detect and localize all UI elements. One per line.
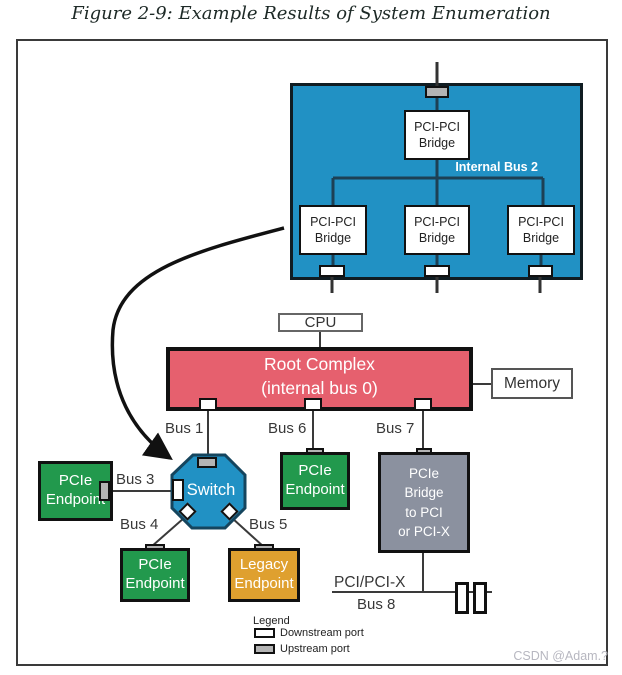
bus-8-label: Bus 8 [357, 596, 396, 613]
bus-6-label: Bus 6 [268, 420, 307, 437]
pci-slot-2 [473, 582, 487, 614]
pcie-bridge-box: PCIe Bridge to PCI or PCI-X [378, 452, 470, 553]
downstream-port-icon [172, 479, 184, 501]
upstream-port-icon [99, 481, 110, 501]
legend-upstream-swatch [254, 644, 275, 654]
watermark: CSDN @Adam.? [513, 649, 608, 663]
memory-box: Memory [491, 368, 573, 399]
bus-3-label: Bus 3 [116, 471, 155, 488]
legend-title: Legend [253, 615, 290, 627]
root-complex-label: Root Complex (internal bus 0) [261, 354, 378, 398]
switch-label: Switch [186, 481, 236, 499]
upstream-port-icon [425, 86, 449, 98]
pci-pci-bridge-downstream-1: PCI-PCI Bridge [299, 205, 367, 255]
bus-1-label: Bus 1 [165, 420, 204, 437]
pci-pci-bridge-downstream-3: PCI-PCI Bridge [507, 205, 575, 255]
downstream-port-icon [528, 265, 553, 277]
bus-5-label: Bus 5 [249, 516, 288, 533]
internal-bus-2-label: Internal Bus 2 [455, 160, 538, 174]
bus-4-label: Bus 4 [120, 516, 159, 533]
pci-pci-bridge-upstream: PCI-PCI Bridge [404, 110, 470, 160]
downstream-port-icon [319, 265, 345, 277]
downstream-port-icon [304, 398, 322, 411]
figure-title: Figure 2-9: Example Results of System En… [71, 3, 551, 24]
downstream-port-icon [199, 398, 217, 411]
pcie-endpoint-box-left: PCIe Endpoint [38, 461, 113, 521]
pcie-endpoint-box-bottom: PCIe Endpoint [120, 548, 190, 602]
pcie-endpoint-box-right: PCIe Endpoint [280, 452, 350, 510]
pci-slot-1 [455, 582, 469, 614]
legend-upstream-label: Upstream port [280, 643, 350, 655]
downstream-port-icon [424, 265, 450, 277]
legacy-endpoint-box: Legacy Endpoint [228, 548, 300, 602]
cpu-box: CPU [278, 313, 363, 332]
legend-downstream-label: Downstream port [280, 627, 364, 639]
bus-7-label: Bus 7 [376, 420, 415, 437]
upstream-port-icon [197, 457, 217, 468]
pci-pcix-label: PCI/PCI-X [334, 574, 406, 591]
pci-pci-bridge-downstream-2: PCI-PCI Bridge [404, 205, 470, 255]
downstream-port-icon [414, 398, 432, 411]
legend-downstream-swatch [254, 628, 275, 638]
